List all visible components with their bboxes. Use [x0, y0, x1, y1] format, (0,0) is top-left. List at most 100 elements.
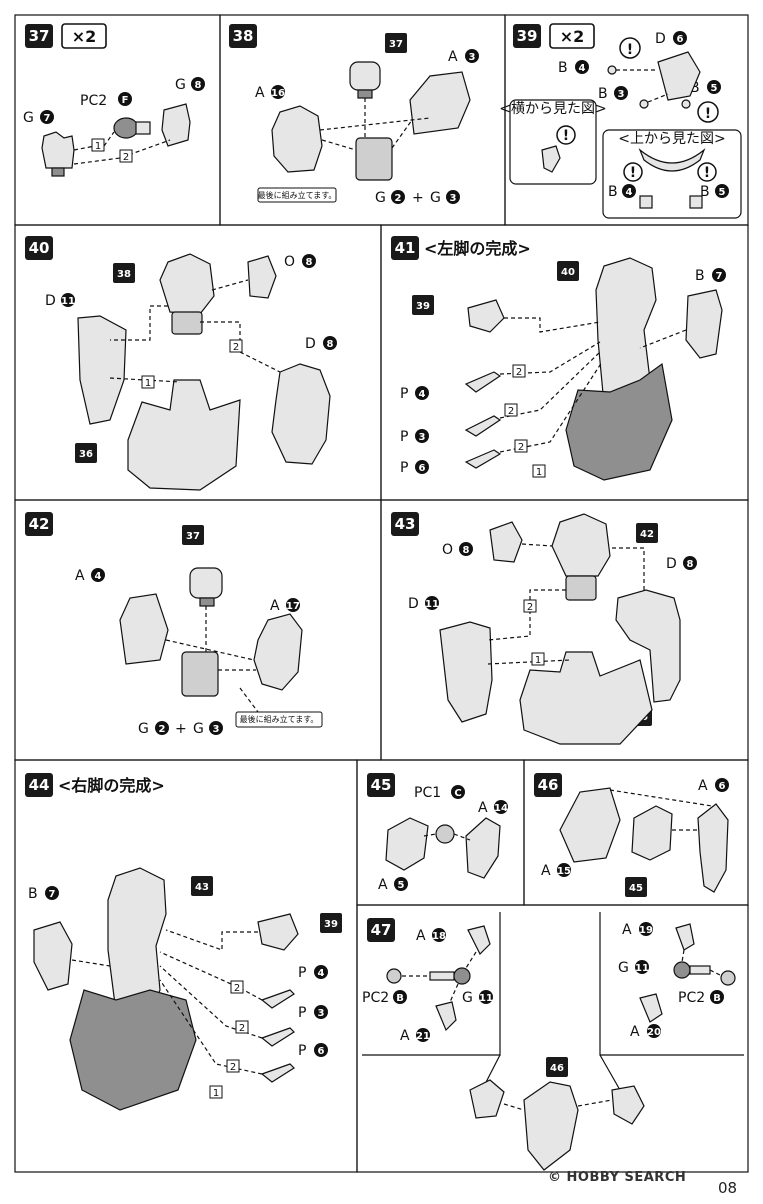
step-40: 40 38 O 8 D 11 D 8 36 2 1 — [25, 236, 337, 491]
svg-text:B: B — [690, 80, 700, 96]
svg-text:+: + — [175, 721, 187, 737]
runner-number — [191, 77, 205, 91]
step-number: 37 — [29, 27, 50, 45]
svg-text:!: ! — [627, 42, 633, 58]
svg-text:37: 37 — [186, 531, 200, 542]
page-number: 08 — [718, 1179, 738, 1197]
svg-text:11: 11 — [61, 296, 75, 307]
part-a4 — [119, 593, 169, 665]
svg-text:2: 2 — [159, 724, 166, 735]
svg-text:3: 3 — [618, 89, 625, 100]
svg-text:2: 2 — [527, 602, 533, 613]
quantity-label: ×2 — [72, 27, 97, 46]
svg-text:A: A — [448, 49, 458, 65]
step-badge — [25, 24, 53, 48]
part-d6 — [657, 51, 701, 101]
part-38 — [159, 253, 215, 315]
svg-text:G: G — [138, 721, 149, 737]
hobby-search-watermark: © HOBBY SEARCH — [548, 1170, 687, 1185]
part-g2-g3 — [181, 651, 219, 697]
svg-text:43: 43 — [195, 882, 209, 893]
svg-text:G: G — [375, 190, 386, 206]
svg-text:A: A — [698, 778, 708, 794]
part-label: G — [23, 110, 34, 126]
svg-text:39: 39 — [416, 301, 430, 312]
svg-text:17: 17 — [286, 601, 300, 612]
part-label: G — [175, 77, 186, 93]
part-a15 — [559, 787, 621, 863]
step-37: 37 ×2 PC2 F G 8 G 7 1 2 — [23, 23, 205, 177]
svg-text:A: A — [255, 85, 265, 101]
part-43 — [107, 867, 167, 1013]
step-title: <右脚の完成> — [58, 776, 165, 795]
svg-text:1: 1 — [536, 467, 542, 478]
svg-text:P: P — [400, 460, 408, 476]
step-38: 38 A 16 A 3 37 G 2 + G 3 最後に組み立てます。 — [229, 24, 479, 206]
step-42: 42 37 A 4 A 17 G 2 + G 3 最後に組み立てます。 — [25, 512, 323, 737]
part-d11 — [77, 315, 127, 425]
svg-text:42: 42 — [640, 529, 654, 540]
svg-text:38: 38 — [117, 269, 131, 280]
part-b7 — [33, 921, 73, 991]
svg-text:P: P — [400, 386, 408, 402]
svg-text:8: 8 — [195, 80, 202, 91]
svg-text:B: B — [558, 60, 568, 76]
svg-text:11: 11 — [425, 599, 439, 610]
svg-text:D: D — [655, 31, 666, 47]
svg-text:11: 11 — [479, 993, 493, 1004]
svg-text:A: A — [400, 1028, 410, 1044]
assembly-note: 最後に組み立てます。 — [258, 190, 337, 200]
svg-text:!: ! — [704, 165, 710, 181]
svg-text:5: 5 — [719, 187, 726, 198]
part-36-dark — [69, 989, 197, 1111]
svg-text:38: 38 — [233, 27, 254, 45]
svg-text:45: 45 — [629, 883, 643, 894]
svg-text:2: 2 — [239, 1023, 245, 1034]
svg-text:15: 15 — [557, 866, 571, 877]
svg-text:1: 1 — [535, 655, 541, 666]
svg-text:47: 47 — [371, 921, 392, 939]
svg-text:PC1: PC1 — [414, 785, 441, 801]
svg-text:8: 8 — [306, 257, 313, 268]
svg-text:G: G — [430, 190, 441, 206]
svg-text:3: 3 — [469, 52, 476, 63]
svg-text:D: D — [408, 596, 419, 612]
svg-text:43: 43 — [395, 515, 416, 533]
svg-text:8: 8 — [327, 339, 334, 350]
runner-number — [40, 110, 54, 124]
svg-text:2: 2 — [123, 152, 129, 163]
svg-text:7: 7 — [716, 271, 723, 282]
part-46 — [523, 1081, 579, 1171]
quantity-badge — [61, 23, 107, 49]
svg-text:41: 41 — [395, 239, 416, 257]
svg-text:D: D — [45, 293, 56, 309]
svg-text:46: 46 — [550, 1063, 564, 1074]
svg-text:2: 2 — [230, 1062, 236, 1073]
svg-text:!: ! — [705, 106, 711, 122]
svg-text:1: 1 — [95, 141, 101, 152]
part-a16 — [271, 105, 323, 173]
part-36 — [127, 379, 241, 491]
svg-text:2: 2 — [518, 442, 524, 453]
svg-text:5: 5 — [398, 880, 405, 891]
svg-text:5: 5 — [711, 83, 718, 94]
svg-text:B: B — [28, 886, 38, 902]
svg-text:D: D — [305, 336, 316, 352]
top-view-inset — [602, 129, 742, 219]
svg-text:B: B — [700, 184, 710, 200]
svg-text:<横から見た図>: <横から見た図> — [499, 101, 606, 117]
svg-text:2: 2 — [233, 342, 239, 353]
step-47: 47 A 18 PC2 B G 11 A 21 A 19 G 11 PC2 B … — [362, 912, 744, 1171]
svg-text:11: 11 — [635, 963, 649, 974]
svg-text:39: 39 — [324, 919, 338, 930]
svg-text:P: P — [298, 1043, 306, 1059]
svg-text:4: 4 — [419, 389, 426, 400]
svg-text:A: A — [630, 1024, 640, 1040]
part-d8 — [271, 363, 331, 465]
part-label: PC2 — [80, 93, 107, 109]
part-a17 — [253, 613, 303, 691]
svg-text:3: 3 — [318, 1008, 325, 1019]
part-39 — [467, 299, 505, 333]
svg-text:4: 4 — [579, 63, 586, 74]
